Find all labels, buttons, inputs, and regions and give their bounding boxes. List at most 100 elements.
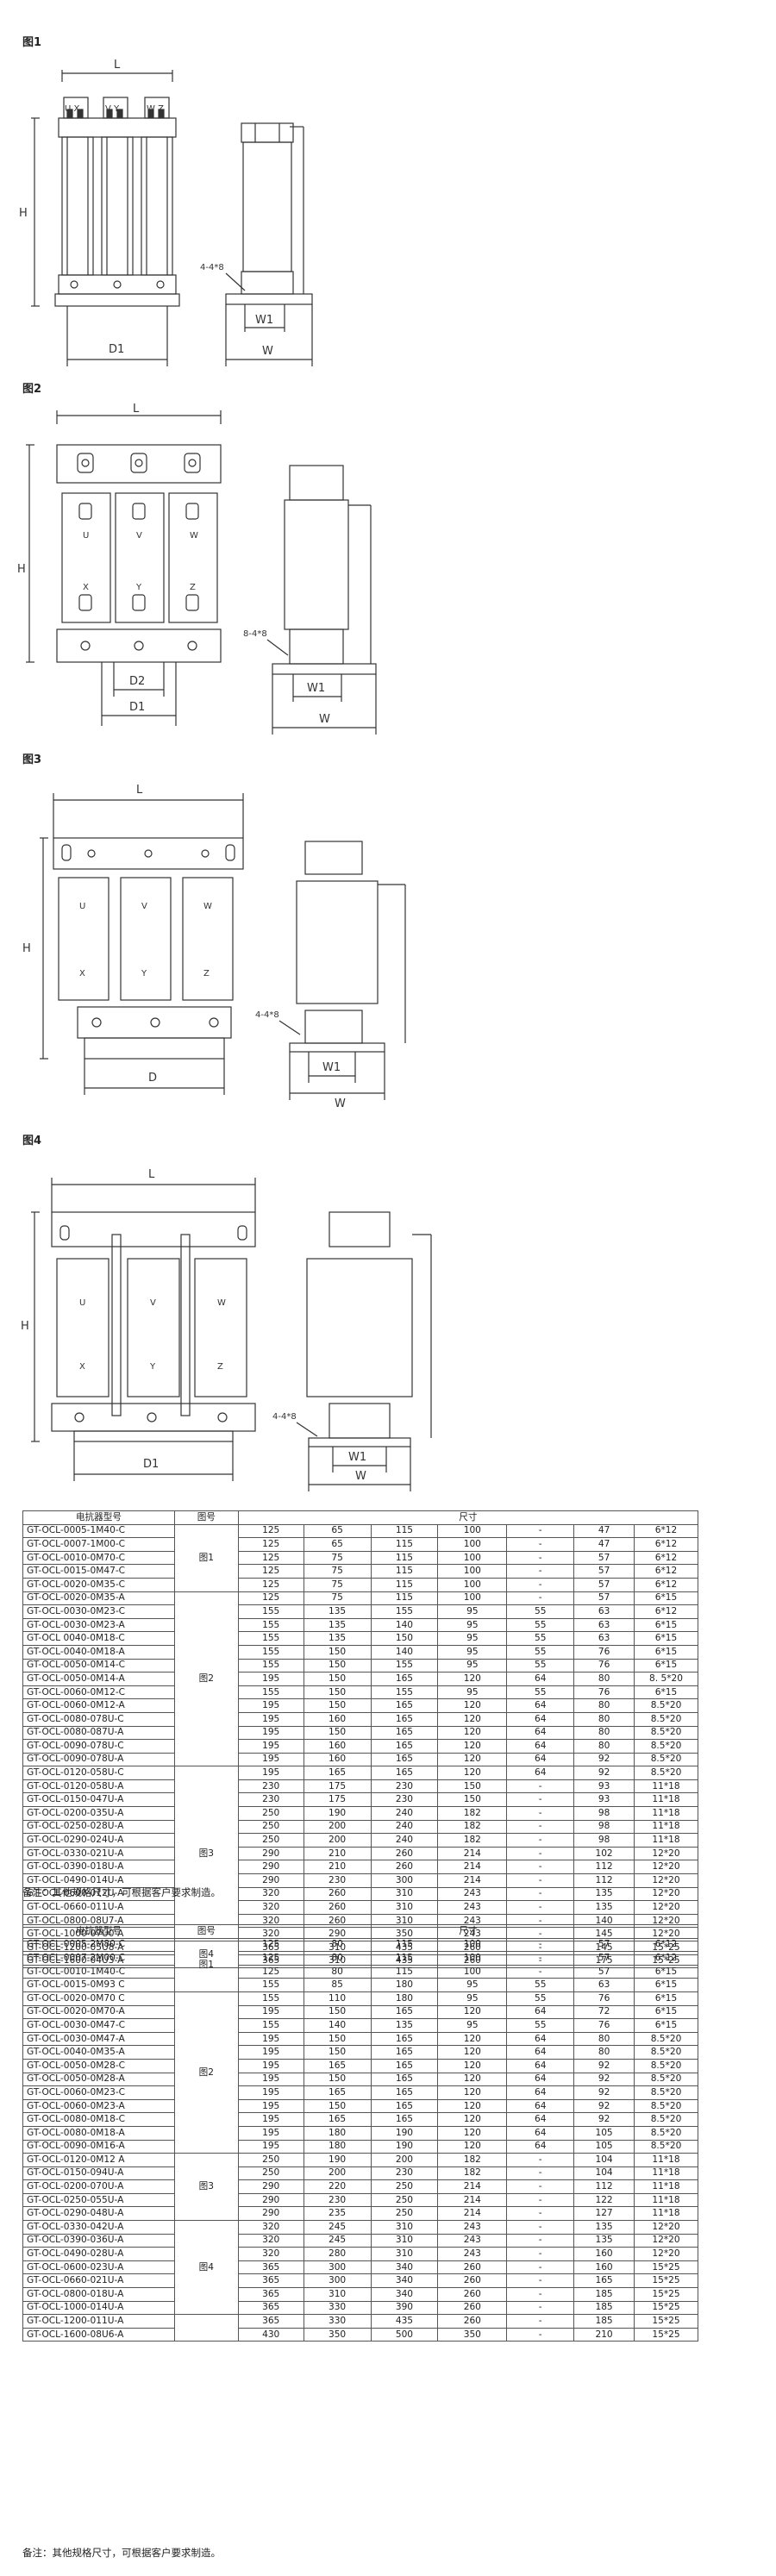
size-cell: 195: [237, 2125, 304, 2141]
size-cell: 230: [370, 1792, 439, 1808]
size-cell: 12*20: [634, 1900, 698, 1915]
size-cell: -: [506, 1886, 575, 1902]
figure-cell: 图1: [173, 1937, 239, 1992]
figure-3-title: 图3: [22, 753, 42, 766]
size-cell: 6*12: [634, 1951, 698, 1966]
size-cell: 57: [573, 1577, 635, 1592]
model-cell: GT-OCL-0120-058U-A: [22, 1779, 175, 1794]
size-cell: 165: [303, 1766, 372, 1780]
size-cell: 64: [506, 1711, 575, 1727]
size-cell: 290: [237, 2179, 304, 2194]
size-cell: 6*15: [634, 1617, 698, 1633]
size-cell: 125: [237, 1951, 304, 1966]
size-cell: 165: [370, 2072, 439, 2087]
size-cell: 57: [573, 1550, 635, 1566]
size-cell: 245: [303, 2220, 372, 2235]
size-cell: 365: [237, 2260, 304, 2275]
size-cell: 250: [370, 2192, 439, 2208]
size-cell: 120: [437, 2058, 508, 2073]
size-cell: 75: [303, 1591, 372, 1606]
size-cell: 12*20: [634, 1886, 698, 1902]
model-cell: GT-OCL-0290-048U-A: [22, 2206, 175, 2222]
size-cell: 63: [573, 1978, 635, 1992]
size-cell: 140: [370, 1617, 439, 1633]
size-cell: 15*25: [634, 2300, 698, 2316]
size-cell: 80: [573, 1739, 635, 1754]
size-cell: 112: [573, 1873, 635, 1888]
size-cell: 8.5*20: [634, 1766, 698, 1780]
size-cell: -: [506, 2192, 575, 2208]
model-cell: GT-OCL-0330-042U-A: [22, 2220, 175, 2235]
size-cell: 260: [437, 2287, 508, 2302]
size-cell: 55: [506, 1631, 575, 1646]
size-cell: 135: [303, 1604, 372, 1619]
size-cell: 210: [573, 2327, 635, 2342]
dim-L: L: [136, 784, 143, 797]
size-cell: 430: [237, 2327, 304, 2342]
size-cell: 320: [237, 2233, 304, 2248]
size-cell: 214: [437, 1860, 508, 1875]
size-cell: 210: [303, 1846, 372, 1861]
size-cell: 64: [506, 1766, 575, 1780]
size-cell: 185: [573, 2287, 635, 2302]
size-cell: 280: [303, 2247, 372, 2261]
size-cell: 95: [437, 1978, 508, 1992]
size-cell: 195: [237, 2072, 304, 2087]
size-cell: 125: [237, 1937, 304, 1953]
size-cell: 11*18: [634, 1806, 698, 1821]
size-cell: 64: [506, 2112, 575, 2127]
size-cell: 6*15: [634, 2004, 698, 2020]
model-cell: GT-OCL-0020-0M35-C: [22, 1577, 175, 1592]
coil-label-v: V: [150, 1298, 156, 1308]
size-cell: 155: [237, 1685, 304, 1700]
size-cell: 320: [237, 2247, 304, 2261]
size-cell: -: [506, 1860, 575, 1875]
size-cell: 120: [437, 1672, 508, 1686]
size-cell: 64: [506, 2085, 575, 2100]
model-cell: GT-OCL-0330-021U-A: [22, 1846, 175, 1861]
size-cell: 15*25: [634, 2273, 698, 2289]
size-cell: 92: [573, 2085, 635, 2100]
size-cell: 85: [303, 1978, 372, 1992]
size-cell: -: [506, 1937, 575, 1953]
size-cell: 102: [573, 1846, 635, 1861]
size-cell: 290: [237, 2192, 304, 2208]
size-cell: 115: [370, 1564, 439, 1579]
size-cell: 8.5*20: [634, 1725, 698, 1741]
size-cell: 195: [237, 1672, 304, 1686]
size-cell: 57: [573, 1951, 635, 1966]
model-cell: GT-OCL-0015-0M47-C: [22, 1564, 175, 1579]
size-cell: 260: [437, 2314, 508, 2329]
size-cell: 92: [573, 2112, 635, 2127]
size-cell: 165: [370, 2004, 439, 2020]
size-cell: 11*18: [634, 1833, 698, 1848]
figure-1-drawing: L H U X V Y W Z D1 4-4*8 W1 W: [0, 47, 776, 375]
coil-label-u: U: [83, 531, 89, 541]
size-cell: 100: [437, 1564, 508, 1579]
size-cell: 165: [303, 2085, 372, 2100]
size-cell: 115: [370, 1591, 439, 1606]
figure-2-drawing: L H U V W X Y Z D2 D1 8-4*8 W1 W: [0, 398, 776, 743]
size-cell: 100: [437, 1964, 508, 1979]
size-cell: 135: [303, 1631, 372, 1646]
size-cell: -: [506, 2233, 575, 2248]
terminal-label-vy: V Y: [105, 104, 120, 114]
model-cell: GT-OCL-0030-0M47-C: [22, 2018, 175, 2033]
dim-H: H: [19, 207, 28, 220]
size-cell: 150: [303, 2031, 372, 2047]
dim-L: L: [148, 1168, 155, 1181]
figure-cell: 图2: [173, 1991, 239, 2154]
size-cell: 55: [506, 1685, 575, 1700]
